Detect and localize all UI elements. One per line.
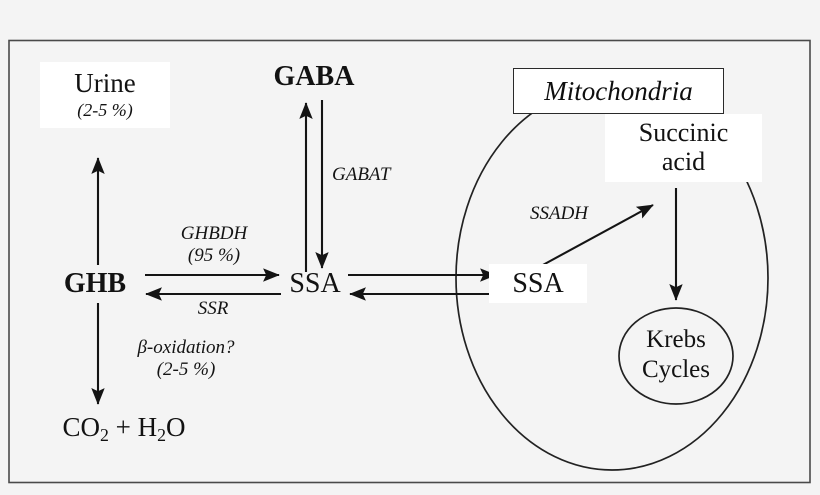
node-ssa-cytosol: SSA (282, 268, 348, 299)
node-mitochondria: Mitochondria (513, 68, 724, 114)
node-co2-label-part2: + H (108, 412, 158, 442)
node-co2-subscript: 2 (99, 424, 109, 445)
enzyme-ssr: SSR (158, 298, 268, 320)
enzyme-gabat-label: GABAT (332, 164, 391, 185)
node-urine-label: Urine (74, 68, 136, 98)
enzyme-ghbdh-line1: GHBDH (180, 223, 248, 244)
enzyme-gabat: GABAT (332, 164, 432, 186)
node-succinic-acid: Succinic acid (605, 114, 762, 183)
krebs-cycle-circle (618, 307, 734, 405)
node-h2o-label-part3: O (166, 412, 186, 442)
node-co2-label-part1: CO (62, 412, 100, 442)
enzyme-ssr-label: SSR (197, 298, 229, 319)
arrow-ssa-to-succinic-acid (540, 204, 654, 267)
node-ssa-cytosol-label: SSA (289, 268, 341, 299)
node-urine-sublabel: (2-5 %) (77, 100, 133, 121)
node-krebs-cycles: Krebs Cycles (619, 325, 733, 384)
node-ghb: GHB (45, 268, 145, 299)
node-succinic-acid-line2: acid (661, 147, 706, 177)
enzyme-ghbdh-line2: (95 %) (187, 244, 241, 266)
node-gaba: GABA (254, 61, 374, 92)
enzyme-ssadh-label: SSADH (529, 203, 589, 224)
node-krebs-line2: Cycles (641, 355, 711, 383)
node-succinic-acid-line1: Succinic (638, 118, 729, 147)
node-ghb-label: GHB (63, 268, 127, 299)
node-krebs-line1: Krebs (646, 326, 706, 353)
enzyme-beta-oxidation-line2: (2-5 %) (156, 358, 216, 380)
node-ssa-mitochondria: SSA (489, 264, 587, 304)
node-mitochondria-label: Mitochondria (544, 75, 693, 106)
node-urine: Urine (2-5 %) (40, 62, 170, 129)
figure-frame (8, 39, 811, 484)
enzyme-beta-oxidation: β-oxidation? (2-5 %) (118, 337, 254, 381)
enzyme-beta-oxidation-line1: β-oxidation? (137, 337, 235, 358)
enzyme-ssadh: SSADH (516, 203, 602, 225)
node-h2o-subscript: 2 (157, 424, 167, 445)
node-co2-h2o: CO2 + H2O (34, 412, 214, 446)
node-ssa-mitochondria-label: SSA (512, 268, 564, 299)
node-gaba-label: GABA (273, 61, 355, 92)
enzyme-ghbdh: GHBDH (95 %) (152, 223, 276, 267)
